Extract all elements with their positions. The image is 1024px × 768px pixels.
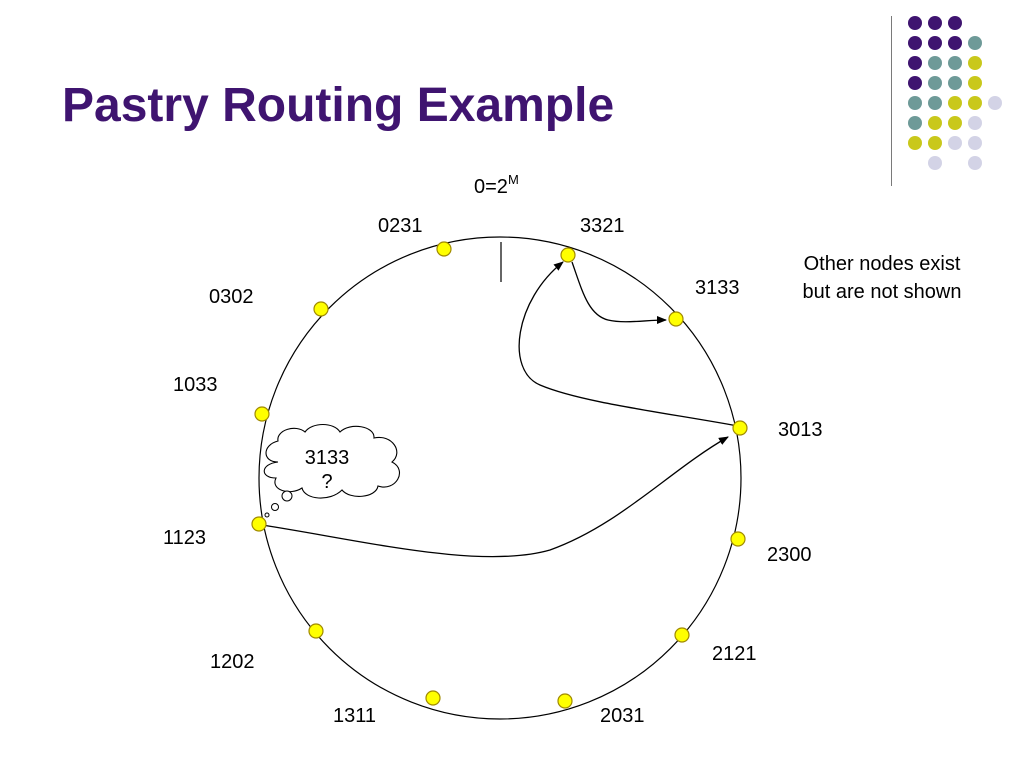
thought-bubble	[263, 423, 400, 518]
node-1202	[308, 623, 324, 639]
decor-dot-lavender	[968, 136, 982, 150]
route-1123-to-3013	[261, 436, 729, 558]
node-label-2121: 2121	[712, 643, 757, 665]
node-label-1123: 1123	[163, 527, 206, 549]
node-2300	[730, 531, 746, 547]
thought-dot-small	[264, 512, 270, 518]
decor-dot-teal	[908, 116, 922, 130]
note-line-2: but are not shown	[802, 281, 962, 303]
decor-dot-purple	[908, 76, 922, 90]
hidden-nodes-note: Other nodes exist but are not shown	[772, 250, 992, 306]
decor-dot-lavender	[968, 156, 982, 170]
decor-dot-lavender	[948, 136, 962, 150]
decor-dot-teal	[948, 56, 962, 70]
decor-dot-olive	[908, 136, 922, 150]
decor-dot-olive	[928, 136, 942, 150]
node-layer: 0231 3321 3133 0302 1033 3013 1123 2300 1202 2121…	[163, 215, 823, 727]
decor-dot-teal	[948, 76, 962, 90]
decor-dot-olive	[928, 116, 942, 130]
node-label-1033: 1033	[173, 374, 218, 396]
node-2121	[674, 627, 690, 643]
decor-dot-teal	[908, 96, 922, 110]
decor-dot-purple	[928, 36, 942, 50]
decor-dot-teal	[968, 36, 982, 50]
slide-title: Pastry Routing Example	[62, 79, 615, 132]
node-1311	[425, 690, 441, 706]
decor-dot-purple	[908, 56, 922, 70]
node-3133	[668, 311, 684, 327]
node-0231	[436, 241, 452, 257]
decor-dot-purple	[948, 36, 962, 50]
node-label-2300: 2300	[767, 544, 812, 566]
decorative-dot-grid	[908, 16, 1002, 170]
route-3321-to-3133	[571, 261, 667, 325]
origin-base: 0=2	[474, 176, 508, 198]
decor-dot-lavender	[988, 96, 1002, 110]
node-label-0231: 0231	[378, 215, 423, 237]
origin-exponent: M	[507, 172, 519, 187]
node-label-2031: 2031	[600, 705, 645, 727]
decor-dot-teal	[928, 56, 942, 70]
node-2031	[557, 693, 573, 709]
route-3013-to-3321	[518, 261, 739, 427]
node-label-1202: 1202	[210, 651, 255, 673]
node-label-0302: 0302	[209, 286, 254, 308]
note-line-1: Other nodes exist	[803, 253, 961, 275]
query-mark: ?	[321, 471, 333, 493]
decor-dot-purple	[948, 16, 962, 30]
decor-dot-olive	[968, 76, 982, 90]
decor-dot-purple	[908, 16, 922, 30]
ring	[258, 236, 742, 720]
decor-dot-lavender	[928, 156, 942, 170]
node-3013	[732, 420, 748, 436]
title-divider	[891, 16, 892, 186]
decor-dot-purple	[908, 36, 922, 50]
decor-dot-olive	[968, 96, 982, 110]
query-text: 3133 ?	[282, 446, 372, 494]
node-label-3133: 3133	[695, 277, 740, 299]
node-label-1311: 1311	[333, 705, 376, 727]
thought-dot-large	[281, 490, 293, 502]
decor-dot-olive	[968, 56, 982, 70]
node-0302	[313, 301, 329, 317]
node-label-3321: 3321	[580, 215, 625, 237]
thought-dot-medium	[271, 503, 279, 511]
node-3321	[560, 247, 576, 263]
node-label-3013: 3013	[778, 419, 823, 441]
decor-dot-olive	[948, 96, 962, 110]
node-1123	[251, 516, 267, 532]
decor-dot-teal	[928, 76, 942, 90]
origin-label: 0=2M	[474, 172, 519, 199]
query-key: 3133	[304, 447, 350, 469]
decor-dot-lavender	[968, 116, 982, 130]
thought-cloud	[263, 423, 400, 499]
decor-dot-teal	[928, 96, 942, 110]
decor-dot-purple	[928, 16, 942, 30]
node-1033	[254, 406, 270, 422]
decor-dot-olive	[948, 116, 962, 130]
